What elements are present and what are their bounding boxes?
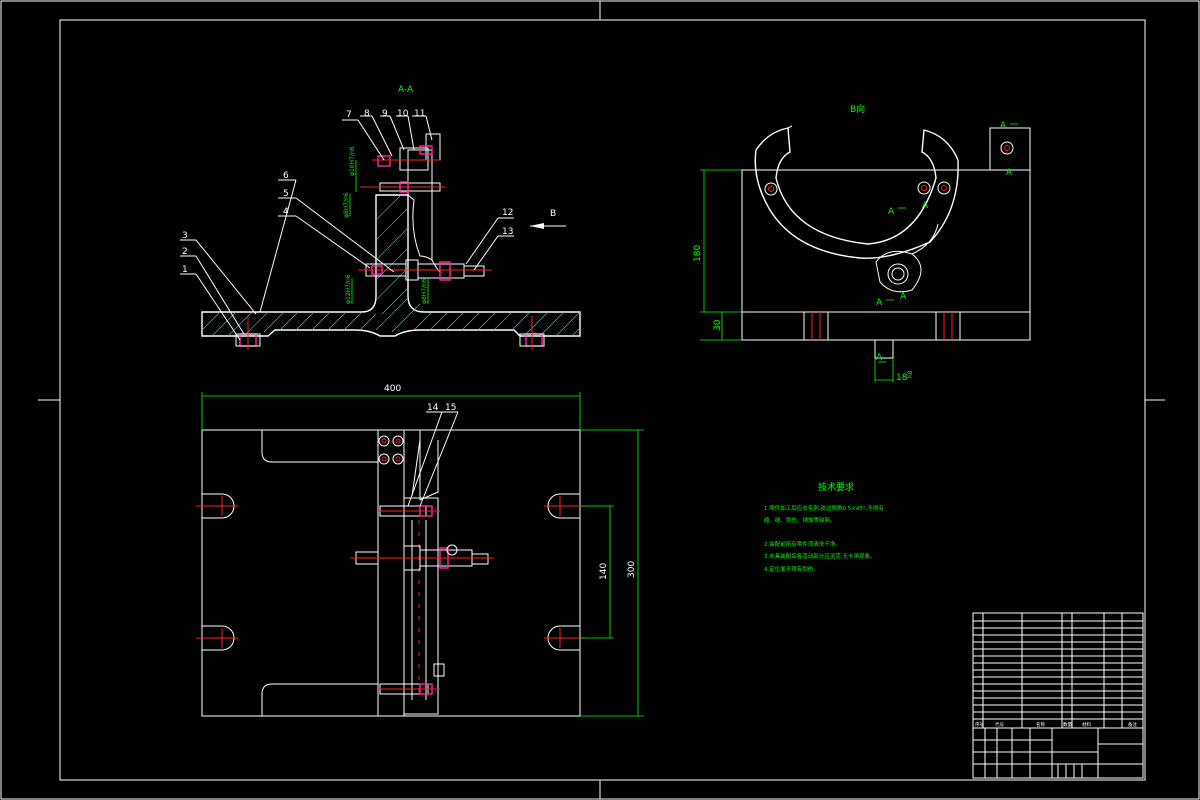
plan-view: 14 15 400 300 140 xyxy=(196,384,644,717)
part-leaders: 3 2 1 4 5 6 7 8 9 10 11 12 13 xyxy=(180,109,514,341)
svg-text:A: A xyxy=(876,353,883,363)
balloon-12: 12 xyxy=(502,208,513,218)
side-key xyxy=(874,339,894,359)
section-markers: A A A A A A A xyxy=(876,121,1018,363)
fit-label-2: φ8H7/n6 xyxy=(343,192,350,218)
horseshoe-clamp xyxy=(754,127,959,259)
dim-slot-spacing: 140 xyxy=(599,563,609,580)
technical-notes: 技术要求 1.零件加工后应去毛刺,锐边倒角0.5×45°,不得有 磕、碰、划伤、… xyxy=(764,481,884,573)
svg-text:A: A xyxy=(1006,168,1013,178)
svg-text:A: A xyxy=(876,298,883,308)
svg-text:A: A xyxy=(888,207,895,217)
notes-line-4: 3.夹具装配后各活动部分应灵活,无卡滞现象。 xyxy=(764,552,876,560)
dim-base-height: 30 xyxy=(713,319,723,331)
side-view-title: B向 xyxy=(850,103,865,115)
balloon-4: 4 xyxy=(283,207,289,217)
notes-title: 技术要求 xyxy=(818,481,854,493)
svg-text:A: A xyxy=(900,292,907,302)
balloon-1: 1 xyxy=(182,265,188,275)
svg-text:名称: 名称 xyxy=(1036,721,1045,728)
svg-text:A: A xyxy=(922,201,929,211)
fit-label-4: φ8H7/n6 xyxy=(421,278,428,304)
balloon-15: 15 xyxy=(445,403,456,413)
view-arrow-b: B xyxy=(530,209,566,229)
balloon-14: 14 xyxy=(427,403,439,413)
dim-key-width: 18 xyxy=(896,373,908,383)
clamp-arm xyxy=(372,133,441,273)
svg-text:序号: 序号 xyxy=(975,721,984,728)
fit-annotations: φ10H7/n6 φ8H7/n6 φ12H7/n6 φ8H7/n6 xyxy=(343,146,429,304)
balloon-11: 11 xyxy=(414,109,425,119)
notes-line-1: 1.零件加工后应去毛刺,锐边倒角0.5×45°,不得有 xyxy=(764,504,884,512)
view-arrow-label: B xyxy=(550,209,556,219)
dim-overall-depth: 300 xyxy=(627,561,637,578)
balloon-5: 5 xyxy=(283,189,289,199)
base-plate xyxy=(201,194,581,350)
balloon-9: 9 xyxy=(382,109,388,119)
dim-side-height: 180 xyxy=(693,245,703,262)
plan-base xyxy=(201,429,581,717)
balloon-3: 3 xyxy=(182,231,188,241)
side-base xyxy=(741,311,1031,341)
balloon-6: 6 xyxy=(283,171,289,181)
svg-text:备注: 备注 xyxy=(1128,721,1137,728)
side-view-b: B向 A A A A A xyxy=(693,103,1031,383)
plan-clamp-plate xyxy=(403,497,439,715)
side-dimensions: 180 30 18 h8 xyxy=(693,169,914,383)
balloon-7: 7 xyxy=(346,110,352,120)
upper-pin xyxy=(360,181,445,193)
plan-dimensions: 400 300 140 xyxy=(201,384,644,717)
parts-list: 序号 代号 名称 数量 材料 备注 xyxy=(972,612,1144,729)
svg-text:材料: 材料 xyxy=(1082,721,1091,728)
u-slots xyxy=(196,493,586,651)
balloon-13: 13 xyxy=(502,227,513,237)
fit-label-1: φ10H7/n6 xyxy=(349,146,356,176)
section-title: A-A xyxy=(398,85,414,95)
svg-text:数量: 数量 xyxy=(1063,721,1072,728)
notes-line-3: 2.装配前所有零件须清洗干净。 xyxy=(764,540,841,548)
notes-line-5: 4.定位面不得有划伤。 xyxy=(764,565,819,573)
fit-label-3: φ12H7/n6 xyxy=(345,274,352,304)
dim-overall-width: 400 xyxy=(384,384,401,394)
notes-line-2: 磕、碰、划伤、锈蚀等缺陷。 xyxy=(764,516,836,524)
balloon-8: 8 xyxy=(364,109,370,119)
svg-text:代号: 代号 xyxy=(995,721,1004,728)
title-block xyxy=(972,727,1144,779)
lower-clamp-bolt xyxy=(358,259,492,281)
section-view-aa: A-A xyxy=(180,85,581,350)
base-hatching xyxy=(201,194,581,337)
balloon-10: 10 xyxy=(397,109,409,119)
svg-text:A: A xyxy=(1000,121,1007,131)
balloon-2: 2 xyxy=(182,247,188,257)
parts-list-rows xyxy=(973,620,1143,720)
key-tolerance: h8 xyxy=(907,370,914,378)
